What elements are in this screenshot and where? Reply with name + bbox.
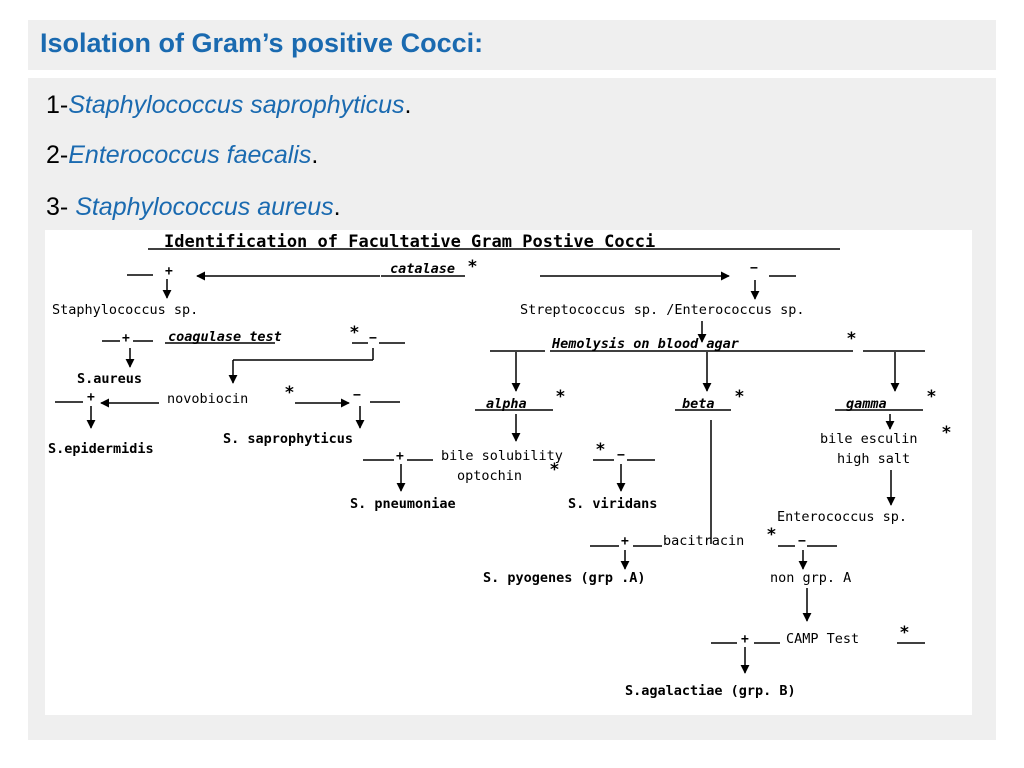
- plus-sign: +: [122, 331, 130, 346]
- asterisk: *: [350, 323, 359, 343]
- catalase-label: catalase: [390, 261, 455, 277]
- flowchart-title: Identification of Facultative Gram Posti…: [164, 232, 655, 252]
- coagulase-label: coagulase test: [168, 329, 282, 345]
- s-saprophyticus-label: S. saprophyticus: [223, 431, 353, 447]
- bile-esculin-label: bile esculin: [820, 431, 918, 447]
- asterisk: *: [285, 383, 294, 403]
- slide-title: Isolation of Gram’s positive Cocci:: [40, 28, 484, 58]
- s-pneumoniae-label: S. pneumoniae: [350, 496, 456, 512]
- high-salt-label: high salt: [837, 451, 910, 467]
- strep-label: Streptococcus sp. /Enterococcus sp.: [520, 302, 804, 318]
- asterisk: *: [468, 257, 477, 277]
- minus-sign: −: [353, 388, 361, 403]
- asterisk: *: [942, 423, 951, 443]
- bile-solubility-label: bile solubility: [441, 448, 563, 464]
- species-name: Enterococcus faecalis: [68, 141, 312, 169]
- plus-sign: +: [87, 390, 95, 405]
- minus-sign: −: [798, 534, 806, 549]
- list-number: 3-: [46, 193, 76, 221]
- alpha-label: alpha: [486, 396, 527, 412]
- list-period: .: [333, 193, 341, 221]
- beta-label: beta: [682, 396, 715, 412]
- asterisk: *: [735, 387, 744, 407]
- s-agalactiae-label: S.agalactiae (grp. B): [625, 683, 796, 699]
- minus-sign: −: [617, 448, 625, 463]
- asterisk: *: [556, 387, 565, 407]
- gamma-label: gamma: [846, 396, 887, 412]
- list-item-3: 3- Staphylococcus aureus.: [46, 193, 341, 222]
- list-number: 2-: [46, 141, 69, 169]
- plus-sign: +: [396, 449, 404, 464]
- plus-sign: +: [621, 534, 629, 549]
- title-bar: Isolation of Gram’s positive Cocci:: [28, 20, 996, 70]
- s-epidermidis-label: S.epidermidis: [48, 441, 154, 457]
- asterisk: *: [927, 387, 936, 407]
- non-grp-a-label: non grp. A: [770, 570, 851, 586]
- asterisk: *: [550, 460, 559, 480]
- list-item-2: 2-Enterococcus faecalis.: [46, 141, 318, 170]
- optochin-label: optochin: [457, 468, 522, 484]
- hemolysis-label: Hemolysis on blood agar: [551, 336, 740, 352]
- list-period: .: [311, 141, 319, 169]
- identification-flowchart: Identification of Facultative Gram Posti…: [45, 230, 972, 715]
- asterisk: *: [847, 329, 856, 349]
- asterisk: *: [596, 440, 605, 460]
- s-aureus-label: S.aureus: [77, 371, 142, 387]
- list-number: 1-: [46, 91, 69, 119]
- plus-sign: +: [741, 632, 749, 647]
- staph-label: Staphylococcus sp.: [52, 302, 198, 318]
- s-viridans-label: S. viridans: [568, 496, 657, 512]
- enterococcus-label: Enterococcus sp.: [777, 509, 907, 525]
- minus-sign: −: [750, 261, 758, 276]
- list-item-1: 1-Staphylococcus saprophyticus.: [46, 91, 411, 120]
- minus-sign: −: [369, 331, 377, 346]
- plus-sign: +: [165, 264, 173, 279]
- asterisk: *: [767, 525, 776, 545]
- list-period: .: [404, 91, 412, 119]
- asterisk: *: [900, 623, 909, 643]
- s-pyogenes-label: S. pyogenes (grp .A): [483, 570, 646, 586]
- species-name: Staphylococcus saprophyticus: [68, 91, 405, 119]
- flowchart-svg: Identification of Facultative Gram Posti…: [48, 232, 951, 699]
- species-name: Staphylococcus aureus: [75, 193, 334, 221]
- camp-test-label: CAMP Test: [786, 631, 859, 647]
- novobiocin-label: novobiocin: [167, 391, 248, 407]
- bacitracin-label: bacitracin: [663, 533, 744, 549]
